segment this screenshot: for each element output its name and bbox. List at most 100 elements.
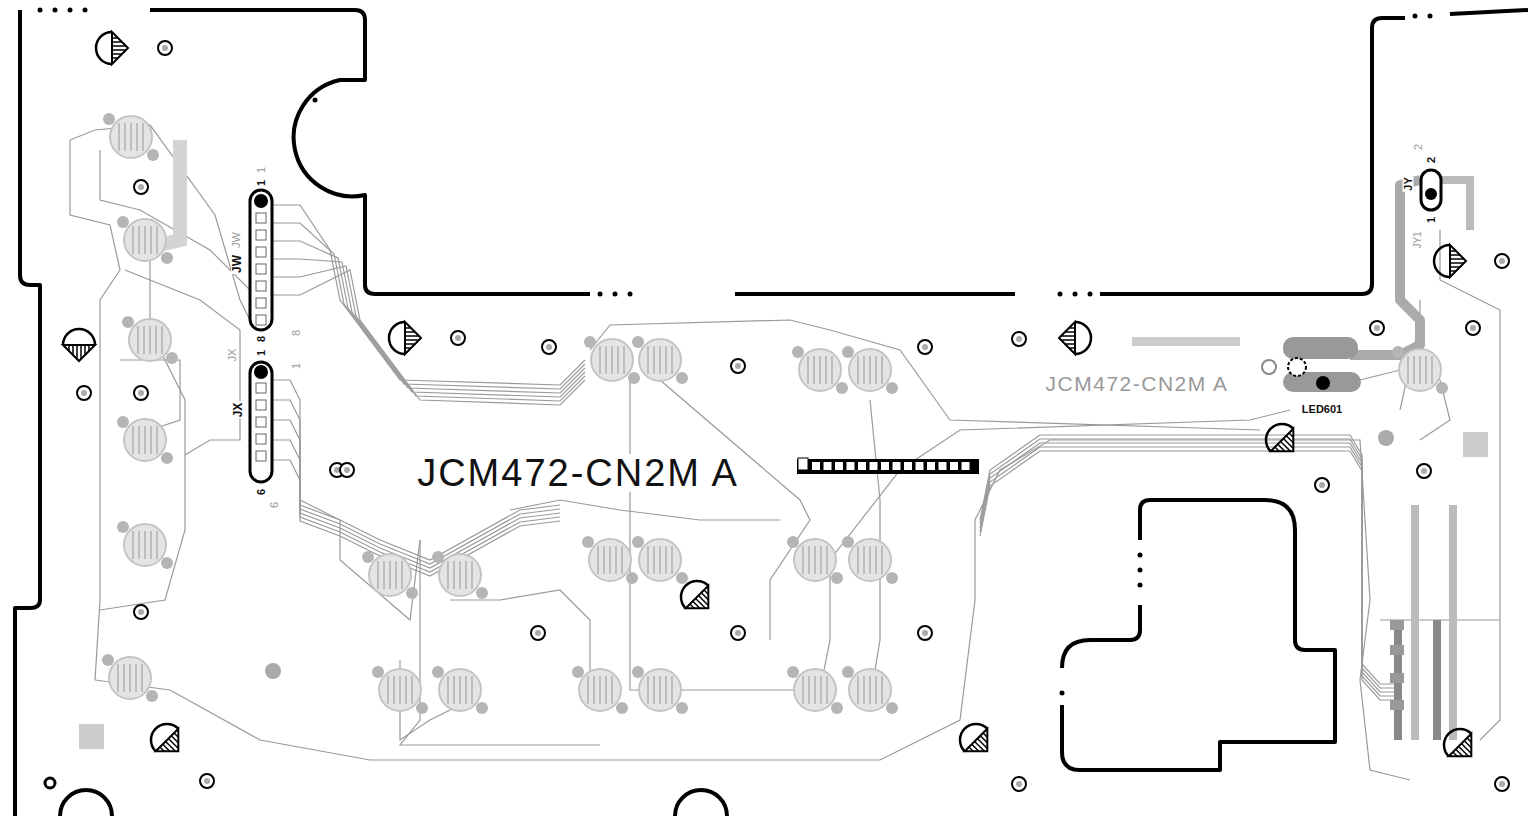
- mounting-hole: [77, 386, 91, 400]
- thick-trace: [1440, 180, 1470, 230]
- key-contact: [117, 521, 173, 569]
- bus-trace: [272, 223, 585, 389]
- mounting-hole: [200, 774, 214, 788]
- mounting-hole: [1466, 321, 1480, 335]
- hole-core: [344, 467, 350, 473]
- edge-finger: [1449, 505, 1457, 740]
- connector-label: JY1: [1413, 230, 1423, 249]
- pin-number: 8: [291, 329, 302, 337]
- outline-dot: [1058, 292, 1063, 297]
- screw-symbol: [1437, 722, 1482, 767]
- connector-jw: [250, 190, 272, 330]
- edge-pad: [1390, 673, 1404, 683]
- trace: [70, 125, 255, 330]
- outline-dot: [1088, 292, 1093, 297]
- mounting-hole: [918, 626, 932, 640]
- trace: [450, 590, 590, 680]
- hole-core: [735, 363, 741, 369]
- connector-jy: [1421, 170, 1441, 210]
- connector-label: JX: [232, 402, 244, 419]
- key-contact: [372, 666, 428, 714]
- key-contact: [842, 346, 898, 394]
- hole-core: [138, 609, 144, 615]
- hole-core: [1374, 325, 1380, 331]
- pin-number: 1: [291, 362, 302, 370]
- outline-dot: [313, 98, 318, 103]
- trace: [300, 500, 420, 620]
- mounting-hole: [134, 386, 148, 400]
- mounting-hole: [1370, 321, 1384, 335]
- outline-dot: [83, 8, 88, 13]
- keypads: [102, 113, 1448, 714]
- pin-number: 2: [1413, 143, 1424, 151]
- hole-core: [535, 630, 541, 636]
- bus-trace: [272, 241, 585, 393]
- key-contact: [842, 536, 898, 584]
- traces: [70, 125, 1500, 780]
- connector-label: JY: [1403, 176, 1414, 191]
- pin-number: 2: [1426, 156, 1437, 164]
- screw-symbol: [1059, 322, 1091, 354]
- key-contact: [632, 666, 688, 714]
- edge-pad: [1390, 700, 1404, 710]
- edge-pad: [1390, 645, 1404, 655]
- pin-number: 6: [269, 501, 280, 509]
- fiducial: [1378, 430, 1394, 446]
- hole-core: [1499, 781, 1505, 787]
- thick-trace: [1350, 180, 1420, 355]
- pin-number: 1: [256, 349, 267, 357]
- bus-trace: [272, 266, 585, 401]
- mounting-hole: [1315, 478, 1329, 492]
- outline-dot: [1138, 583, 1143, 588]
- key-contact: [842, 666, 898, 714]
- key-contact: [1392, 346, 1448, 394]
- hole: [45, 778, 55, 788]
- bus-trace: [1040, 443, 1400, 692]
- hole-core: [138, 184, 144, 190]
- screw-symbol: [953, 717, 998, 762]
- outline-dot: [1138, 568, 1143, 573]
- trace: [400, 540, 600, 745]
- mounting-hole: [918, 340, 932, 354]
- hole-core: [1319, 482, 1325, 488]
- outline-dot: [53, 8, 58, 13]
- mounting-hole: [340, 463, 354, 477]
- outline-dot: [1060, 691, 1065, 696]
- fiducial-square: [1463, 432, 1488, 457]
- bus-trace: [1040, 447, 1400, 688]
- screw-symbol: [389, 322, 421, 354]
- hole-core: [922, 344, 928, 350]
- key-contact: [103, 113, 159, 161]
- trace: [95, 440, 1410, 780]
- board-name: JCM472-CN2M A: [1045, 373, 1230, 394]
- bus-trace: [272, 420, 560, 568]
- trace: [1440, 230, 1500, 740]
- screw-symbol: [96, 32, 128, 64]
- hole-core: [138, 390, 144, 396]
- via: [1262, 360, 1276, 374]
- key-contact: [632, 336, 688, 384]
- connector-label: JW: [231, 254, 243, 274]
- bus-trace: [1040, 435, 1400, 700]
- hole-core: [922, 630, 928, 636]
- outline-dot: [628, 292, 633, 297]
- trace: [70, 140, 120, 680]
- mounting-hole: [1495, 254, 1509, 268]
- board-name: JCM472-CN2M A: [416, 454, 740, 492]
- resistor-pad: [1132, 337, 1240, 346]
- hole-core: [735, 630, 741, 636]
- screw-symbol: [63, 329, 95, 361]
- bus-trace: [1040, 439, 1400, 696]
- hole-core: [546, 344, 552, 350]
- connector-jx: [250, 362, 272, 482]
- key-contact: [102, 654, 158, 702]
- mounting-hole: [1012, 777, 1026, 791]
- led-outline: [1288, 358, 1306, 376]
- mounting-hole: [1495, 777, 1509, 791]
- key-contact: [432, 666, 488, 714]
- outline-dot: [1413, 14, 1418, 19]
- trace: [630, 380, 1290, 690]
- pin-number: 1: [256, 166, 267, 174]
